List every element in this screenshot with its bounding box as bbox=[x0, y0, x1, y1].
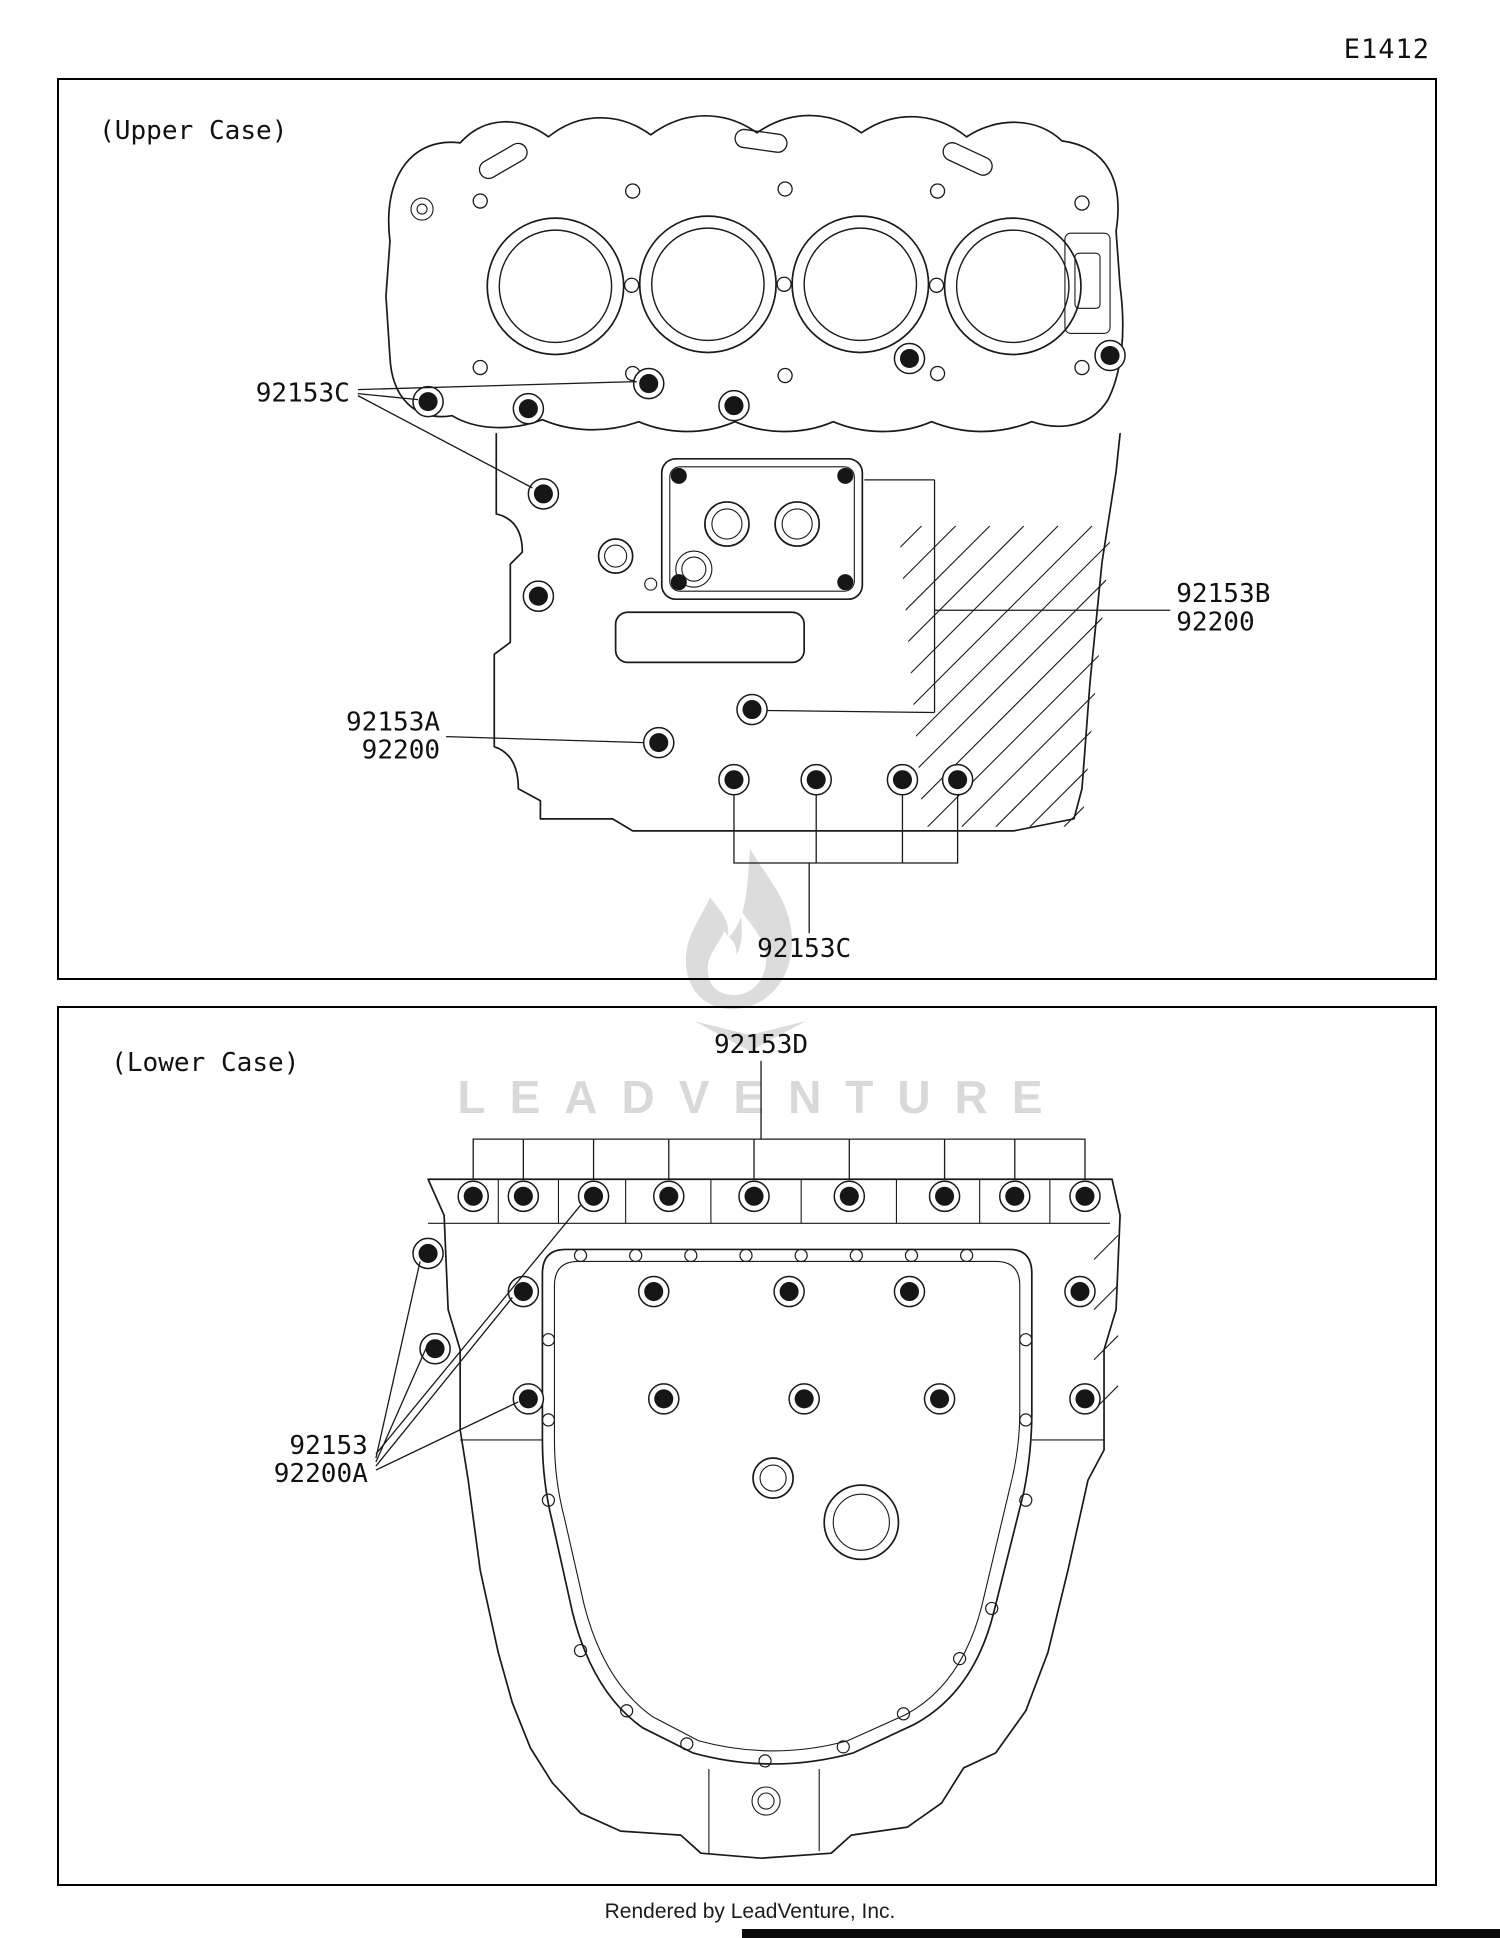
bolt bbox=[941, 763, 974, 796]
breather-gasket-plate bbox=[660, 457, 864, 601]
callout-92200-mid: 92200 bbox=[362, 736, 440, 766]
bolt bbox=[419, 1332, 451, 1365]
bolt bbox=[736, 693, 768, 726]
footer-credit: Rendered by LeadVenture, Inc. bbox=[604, 1900, 896, 1923]
bolt bbox=[886, 763, 919, 796]
bolt bbox=[577, 1180, 610, 1213]
bolt bbox=[642, 726, 675, 759]
bolt bbox=[788, 1383, 820, 1415]
callout-92153c-top: 92153C bbox=[256, 379, 350, 409]
bolt bbox=[833, 1180, 866, 1213]
bolt bbox=[512, 1383, 545, 1415]
upper-case-bolts bbox=[412, 339, 1126, 796]
upper-case-diagram: (Upper Case) bbox=[99, 114, 1271, 965]
bolt bbox=[1064, 1275, 1096, 1308]
callout-92153b: 92153B bbox=[1176, 579, 1270, 609]
callout-92200-right: 92200 bbox=[1176, 607, 1254, 637]
bolt bbox=[1069, 1180, 1101, 1213]
bolt bbox=[647, 1383, 680, 1415]
bolt bbox=[652, 1180, 685, 1213]
bolt bbox=[928, 1180, 961, 1213]
lower-case-diagram: (Lower Case) bbox=[111, 1030, 1121, 1860]
bolt bbox=[412, 1237, 444, 1270]
lower-gasket-detail bbox=[597, 538, 806, 664]
bolt bbox=[718, 389, 750, 422]
doc-code: E1412 bbox=[1343, 34, 1430, 65]
lower-case-callouts: 92153D 92153 92200A bbox=[274, 1030, 1086, 1489]
bolt bbox=[412, 385, 444, 418]
bolt bbox=[800, 763, 832, 796]
callout-92153c-bottom: 92153C bbox=[757, 934, 851, 964]
callout-92200a: 92200A bbox=[274, 1459, 368, 1489]
pan-leg-lines bbox=[460, 1439, 1105, 1854]
bolt bbox=[738, 1180, 770, 1213]
bolt bbox=[637, 1275, 670, 1308]
callout-92153a: 92153A bbox=[346, 708, 440, 738]
deck-slots bbox=[475, 127, 996, 183]
right-hatching bbox=[1093, 1234, 1119, 1411]
bolt bbox=[632, 367, 665, 400]
lower-panel-title: (Lower Case) bbox=[111, 1048, 299, 1078]
bolt bbox=[1069, 1383, 1101, 1415]
bolt bbox=[512, 392, 545, 425]
gasket-bolt-holes bbox=[541, 1248, 1033, 1768]
callout-92153d: 92153D bbox=[714, 1030, 808, 1060]
dowel-pin bbox=[410, 197, 434, 221]
cylinder-block-deck bbox=[385, 114, 1124, 433]
lower-crankcase-body bbox=[427, 1178, 1121, 1860]
cylinder-bore bbox=[638, 215, 777, 354]
upper-case-panel: (Upper Case) bbox=[57, 78, 1437, 980]
lower-case-bolts bbox=[412, 1180, 1101, 1415]
deck-end-boss bbox=[1064, 232, 1111, 334]
bolt bbox=[893, 342, 926, 375]
upper-panel-title: (Upper Case) bbox=[99, 116, 287, 146]
cylinder-bore bbox=[791, 215, 930, 354]
bolt bbox=[773, 1275, 805, 1308]
bolt bbox=[507, 1275, 540, 1308]
bolt bbox=[457, 1180, 489, 1213]
cylinder-bore bbox=[943, 217, 1082, 356]
bolt bbox=[527, 478, 560, 510]
cylinder-bore bbox=[486, 217, 625, 356]
bolt bbox=[522, 580, 555, 612]
upper-case-callouts: 92153C 92153B 92200 92153A 92200 92153C bbox=[256, 379, 1271, 965]
bolt bbox=[1094, 339, 1126, 372]
bottom-bar bbox=[742, 1929, 1500, 1938]
top-rib-lines bbox=[497, 1179, 1051, 1224]
bolt bbox=[893, 1275, 926, 1308]
bolt bbox=[923, 1383, 956, 1415]
bolt bbox=[507, 1180, 540, 1213]
oil-pan-gasket-rim bbox=[541, 1248, 1033, 1765]
bolt bbox=[718, 763, 750, 796]
oil-filter-boss bbox=[751, 1457, 900, 1816]
lower-case-panel: (Lower Case) bbox=[57, 1006, 1437, 1886]
callout-92153: 92153 bbox=[289, 1431, 367, 1461]
bolt bbox=[998, 1180, 1031, 1213]
